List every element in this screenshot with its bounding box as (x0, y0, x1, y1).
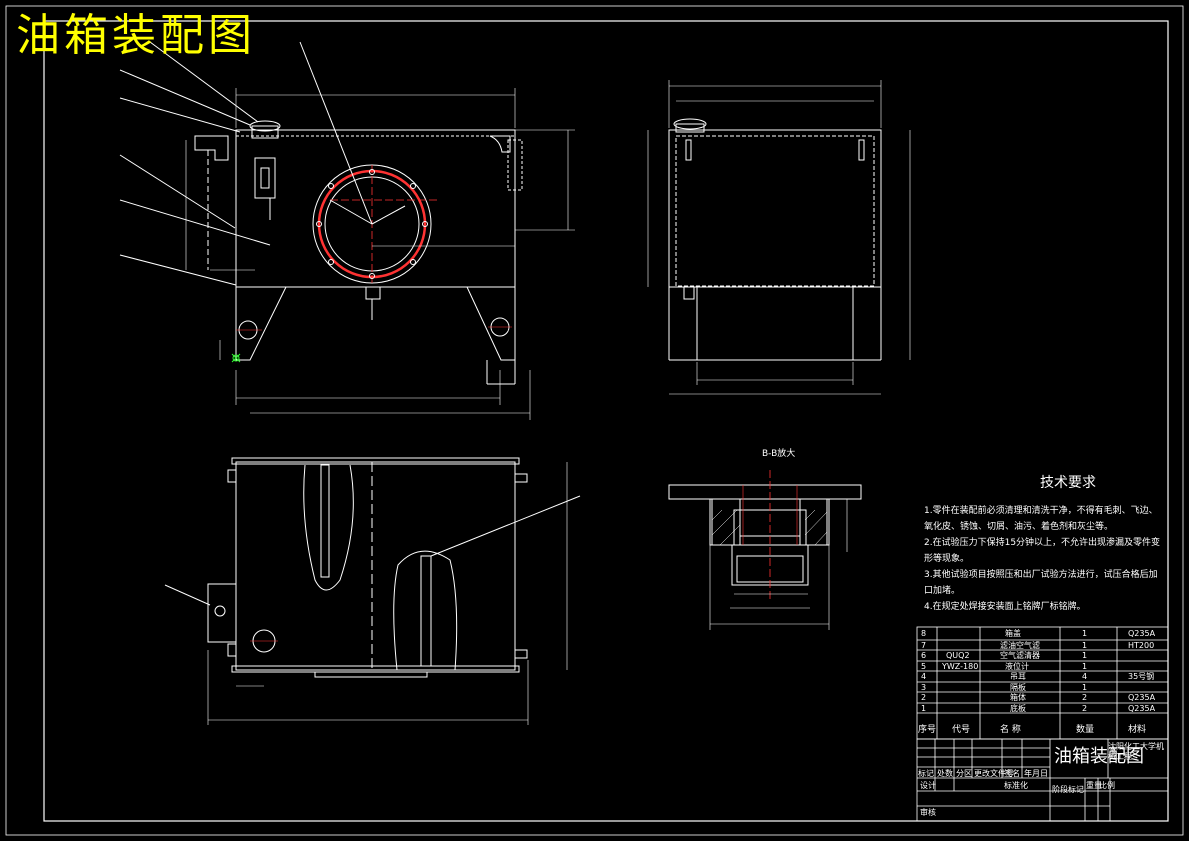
bom-name: 箱盖 (1005, 629, 1021, 638)
tb-weight: 重量 (1086, 781, 1102, 790)
bom-no: 2 (921, 693, 927, 702)
bom-qty: 1 (1082, 629, 1088, 638)
bom-no: 6 (921, 651, 927, 660)
bom-material: HT200 (1128, 641, 1155, 650)
tb-design: 设计 (920, 781, 936, 790)
bom-code: QUQ2 (946, 651, 970, 660)
school-name: 沈阳化工大学机械工程 (1108, 742, 1164, 761)
bom-header-qty: 数量 (1076, 725, 1095, 735)
bom-header-material: 材料 (1128, 725, 1147, 735)
bom-no: 3 (921, 683, 927, 692)
bom-qty: 1 (1082, 662, 1088, 671)
tb-label-date: 年月日 (1024, 769, 1048, 778)
bom-header-no: 序号 (918, 725, 937, 735)
tech-requirement-item: 2.在试验压力下保持15分钟以上，不允许出现渗漏及零件变形等现象。 (924, 538, 1161, 564)
bom-code: YWZ-180 (942, 662, 979, 671)
inner-frame (43, 20, 1169, 822)
bom-header-code: 代号 (952, 725, 971, 735)
bom-grid (916, 626, 1169, 740)
outer-border (5, 5, 1184, 836)
bom-name: 液位计 (1005, 662, 1029, 671)
top-view (164, 457, 581, 725)
detail-label: B-B放大 (762, 449, 796, 459)
bom-name: 滤油空气滤 (1000, 641, 1040, 650)
side-view (647, 80, 911, 395)
tb-label-mark: 标记 (918, 769, 934, 778)
tb-std: 标准化 (1004, 781, 1028, 790)
tech-requirements-list: 1.零件在装配前必须清理和清洗干净，不得有毛刺、飞边、氧化皮、锈蚀、切屑、油污、… (924, 503, 1164, 615)
tb-scale: 比例 (1099, 781, 1115, 790)
tb-label-change: 更改文件号 (974, 769, 1014, 778)
bom-no: 7 (921, 641, 927, 650)
tech-requirements-title: 技术要求 (1040, 475, 1096, 491)
tb-review: 审核 (920, 808, 936, 817)
title-block-grid (916, 738, 1169, 822)
bom-name: 隔板 (1010, 683, 1026, 692)
tb-stage: 阶段标记 (1052, 785, 1084, 794)
bom-material: Q235A (1128, 704, 1156, 713)
bom-material: Q235A (1128, 629, 1156, 638)
bom-material: Q235A (1128, 693, 1156, 702)
bom-name: 吊耳 (1010, 672, 1026, 681)
bom-qty: 1 (1082, 651, 1088, 660)
bom-qty: 1 (1082, 683, 1088, 692)
bom-qty: 2 (1082, 693, 1088, 702)
detail-bb (668, 470, 862, 630)
bom-name: 底板 (1010, 704, 1026, 713)
tech-requirement-item: 1.零件在装配前必须清理和清洗干净，不得有毛刺、飞边、氧化皮、锈蚀、切屑、油污、… (924, 506, 1158, 532)
tb-label-zone: 分区 (956, 769, 972, 778)
drawing-title: 油箱装配图 (1054, 746, 1144, 767)
bom-name: 箱体 (1010, 693, 1026, 702)
bom-name: 空气滤清器 (1000, 651, 1040, 660)
front-view (119, 41, 575, 420)
bom-qty: 2 (1082, 704, 1088, 713)
tech-requirement-item: 3.其他试验项目按照压和出厂试验方法进行，试压合格后加口加堵。 (924, 570, 1158, 596)
tech-requirement-item: 4.在规定处焊接安装面上铭牌厂标铭牌。 (924, 602, 1086, 612)
bom-material: 35号钢 (1128, 672, 1155, 681)
bom-no: 4 (921, 672, 927, 681)
sheet-title: 油箱装配图 (16, 10, 256, 61)
bom-header-name: 名 称 (1000, 725, 1021, 735)
tb-label-sign: 签名 (1004, 769, 1020, 778)
tb-label-count: 处数 (937, 769, 953, 778)
bom-qty: 1 (1082, 641, 1088, 650)
bom-no: 8 (921, 629, 927, 638)
bom-qty: 4 (1082, 672, 1088, 681)
bom-no: 1 (921, 704, 927, 713)
bom-no: 5 (921, 662, 927, 671)
